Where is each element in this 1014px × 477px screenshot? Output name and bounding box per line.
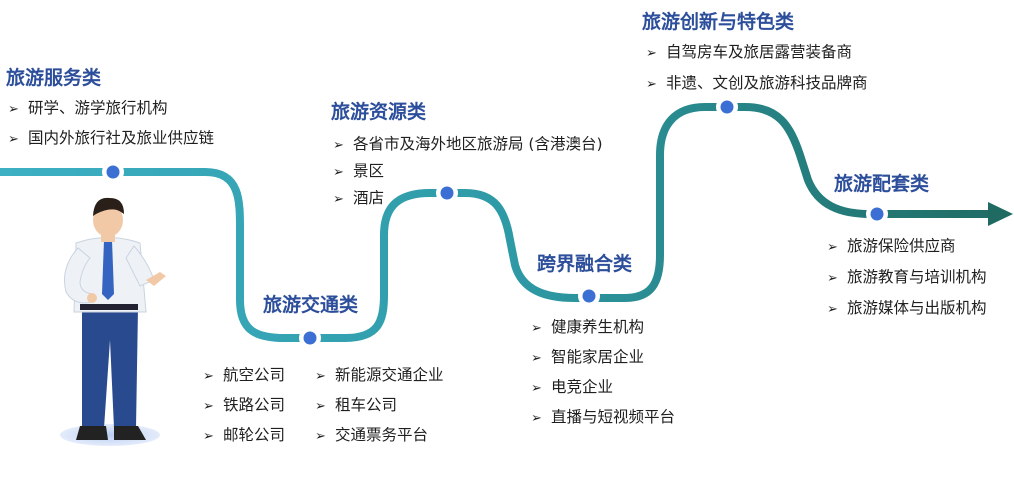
- list-item: ➢航空公司: [203, 366, 286, 384]
- node-dot-icon: [299, 327, 321, 349]
- bullet-arrow-icon: ➢: [827, 271, 838, 286]
- bullet-arrow-icon: ➢: [333, 165, 344, 180]
- bullet-arrow-icon: ➢: [315, 429, 326, 444]
- bullet-arrow-icon: ➢: [333, 192, 344, 207]
- arrow-head-icon: [988, 202, 1013, 226]
- list-item: ➢非遗、文创及旅游科技品牌商: [646, 74, 868, 92]
- bullet-arrow-icon: ➢: [315, 369, 326, 384]
- bullet-arrow-icon: ➢: [827, 302, 838, 317]
- list-item: ➢新能源交通企业: [315, 366, 444, 384]
- bullet-arrow-icon: ➢: [315, 399, 326, 414]
- presenter-figure: [60, 197, 166, 446]
- node-dot-icon: [866, 203, 888, 225]
- list-item: ➢研学、游学旅行机构: [8, 99, 168, 117]
- list-item: ➢景区: [333, 162, 385, 180]
- list-item: ➢各省市及海外地区旅游局 (含港澳台): [333, 135, 603, 153]
- flow-path: [0, 103, 994, 342]
- list-item: ➢健康养生机构: [531, 318, 645, 336]
- category-title-service: 旅游服务类: [6, 67, 102, 89]
- list-item: ➢旅游教育与培训机构: [827, 268, 987, 286]
- list-item: ➢旅游媒体与出版机构: [827, 299, 987, 317]
- category-title-transport: 旅游交通类: [263, 294, 359, 316]
- bullet-arrow-icon: ➢: [531, 351, 542, 366]
- bullet-arrow-icon: ➢: [8, 102, 19, 117]
- list-item: ➢铁路公司: [203, 396, 286, 414]
- bullet-arrow-icon: ➢: [203, 369, 214, 384]
- bullet-arrow-icon: ➢: [203, 399, 214, 414]
- bullet-arrow-icon: ➢: [827, 240, 838, 255]
- bullet-arrow-icon: ➢: [531, 411, 542, 426]
- list-item: ➢国内外旅行社及旅业供应链: [8, 129, 215, 147]
- list-item: ➢旅游保险供应商: [827, 237, 956, 255]
- bullet-arrow-icon: ➢: [333, 138, 344, 153]
- category-title-innovation: 旅游创新与特色类: [642, 11, 795, 33]
- list-item: ➢智能家居企业: [531, 348, 645, 366]
- category-title-crossover: 跨界融合类: [537, 253, 633, 275]
- node-dot-icon: [578, 285, 600, 307]
- bullet-arrow-icon: ➢: [646, 77, 657, 92]
- list-item: ➢酒店: [333, 189, 385, 207]
- bullet-arrow-icon: ➢: [203, 429, 214, 444]
- list-item: ➢交通票务平台: [315, 426, 429, 444]
- category-title-support: 旅游配套类: [834, 173, 930, 195]
- bullet-arrow-icon: ➢: [8, 132, 19, 147]
- bullet-arrow-icon: ➢: [531, 321, 542, 336]
- list-item: ➢自驾房车及旅居露营装备商: [646, 43, 853, 61]
- node-dot-icon: [436, 182, 458, 204]
- list-item: ➢直播与短视频平台: [531, 408, 676, 426]
- node-dot-icon: [716, 96, 738, 118]
- category-title-resources: 旅游资源类: [331, 101, 427, 123]
- node-dot-icon: [102, 161, 124, 183]
- bullet-arrow-icon: ➢: [531, 381, 542, 396]
- bullet-arrow-icon: ➢: [646, 46, 657, 61]
- list-item: ➢邮轮公司: [203, 426, 286, 444]
- list-item: ➢电竞企业: [531, 378, 614, 396]
- list-item: ➢租车公司: [315, 396, 398, 414]
